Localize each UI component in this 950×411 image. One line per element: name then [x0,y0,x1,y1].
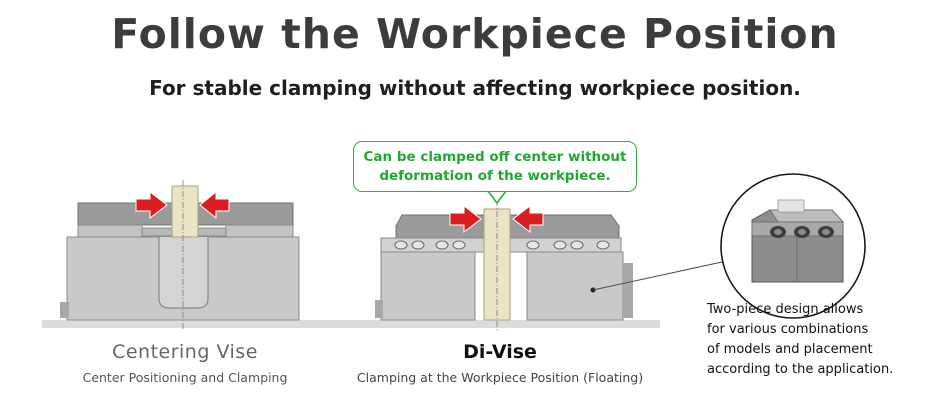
note-line-1: Two-piece design allows [707,302,864,317]
base-plate [42,320,660,328]
di-vise-drawing [375,190,723,330]
note-line-2: for various combinations [707,322,869,337]
clamp-arrow-right-icon [449,204,482,234]
clamp-arrow-left-icon [199,190,230,220]
centering-vise-name: Centering Vise [112,341,258,363]
callout-line-1: Can be clamped off center without [363,149,627,165]
callout-line-2: deformation of the workpiece. [379,168,611,184]
page-title: Follow the Workpiece Position [111,10,839,58]
di-vise-name: Di-Vise [463,341,537,363]
centering-vise-drawing [60,180,300,330]
di-vise-description: Clamping at the Workpiece Position (Floa… [356,370,644,385]
design-note: Two-piece design allows for various comb… [707,300,947,380]
callout-box: Can be clamped off center without deform… [353,141,637,192]
note-line-4: according to the application. [707,362,894,377]
clamp-arrow-left-icon [512,204,544,234]
note-line-3: of models and placement [707,342,873,357]
product-photo-inset [720,173,866,319]
clamp-arrow-right-icon [135,190,168,220]
page-subtitle: For stable clamping without affecting wo… [149,76,801,100]
centering-vise-description: Center Positioning and Clamping [82,370,288,385]
